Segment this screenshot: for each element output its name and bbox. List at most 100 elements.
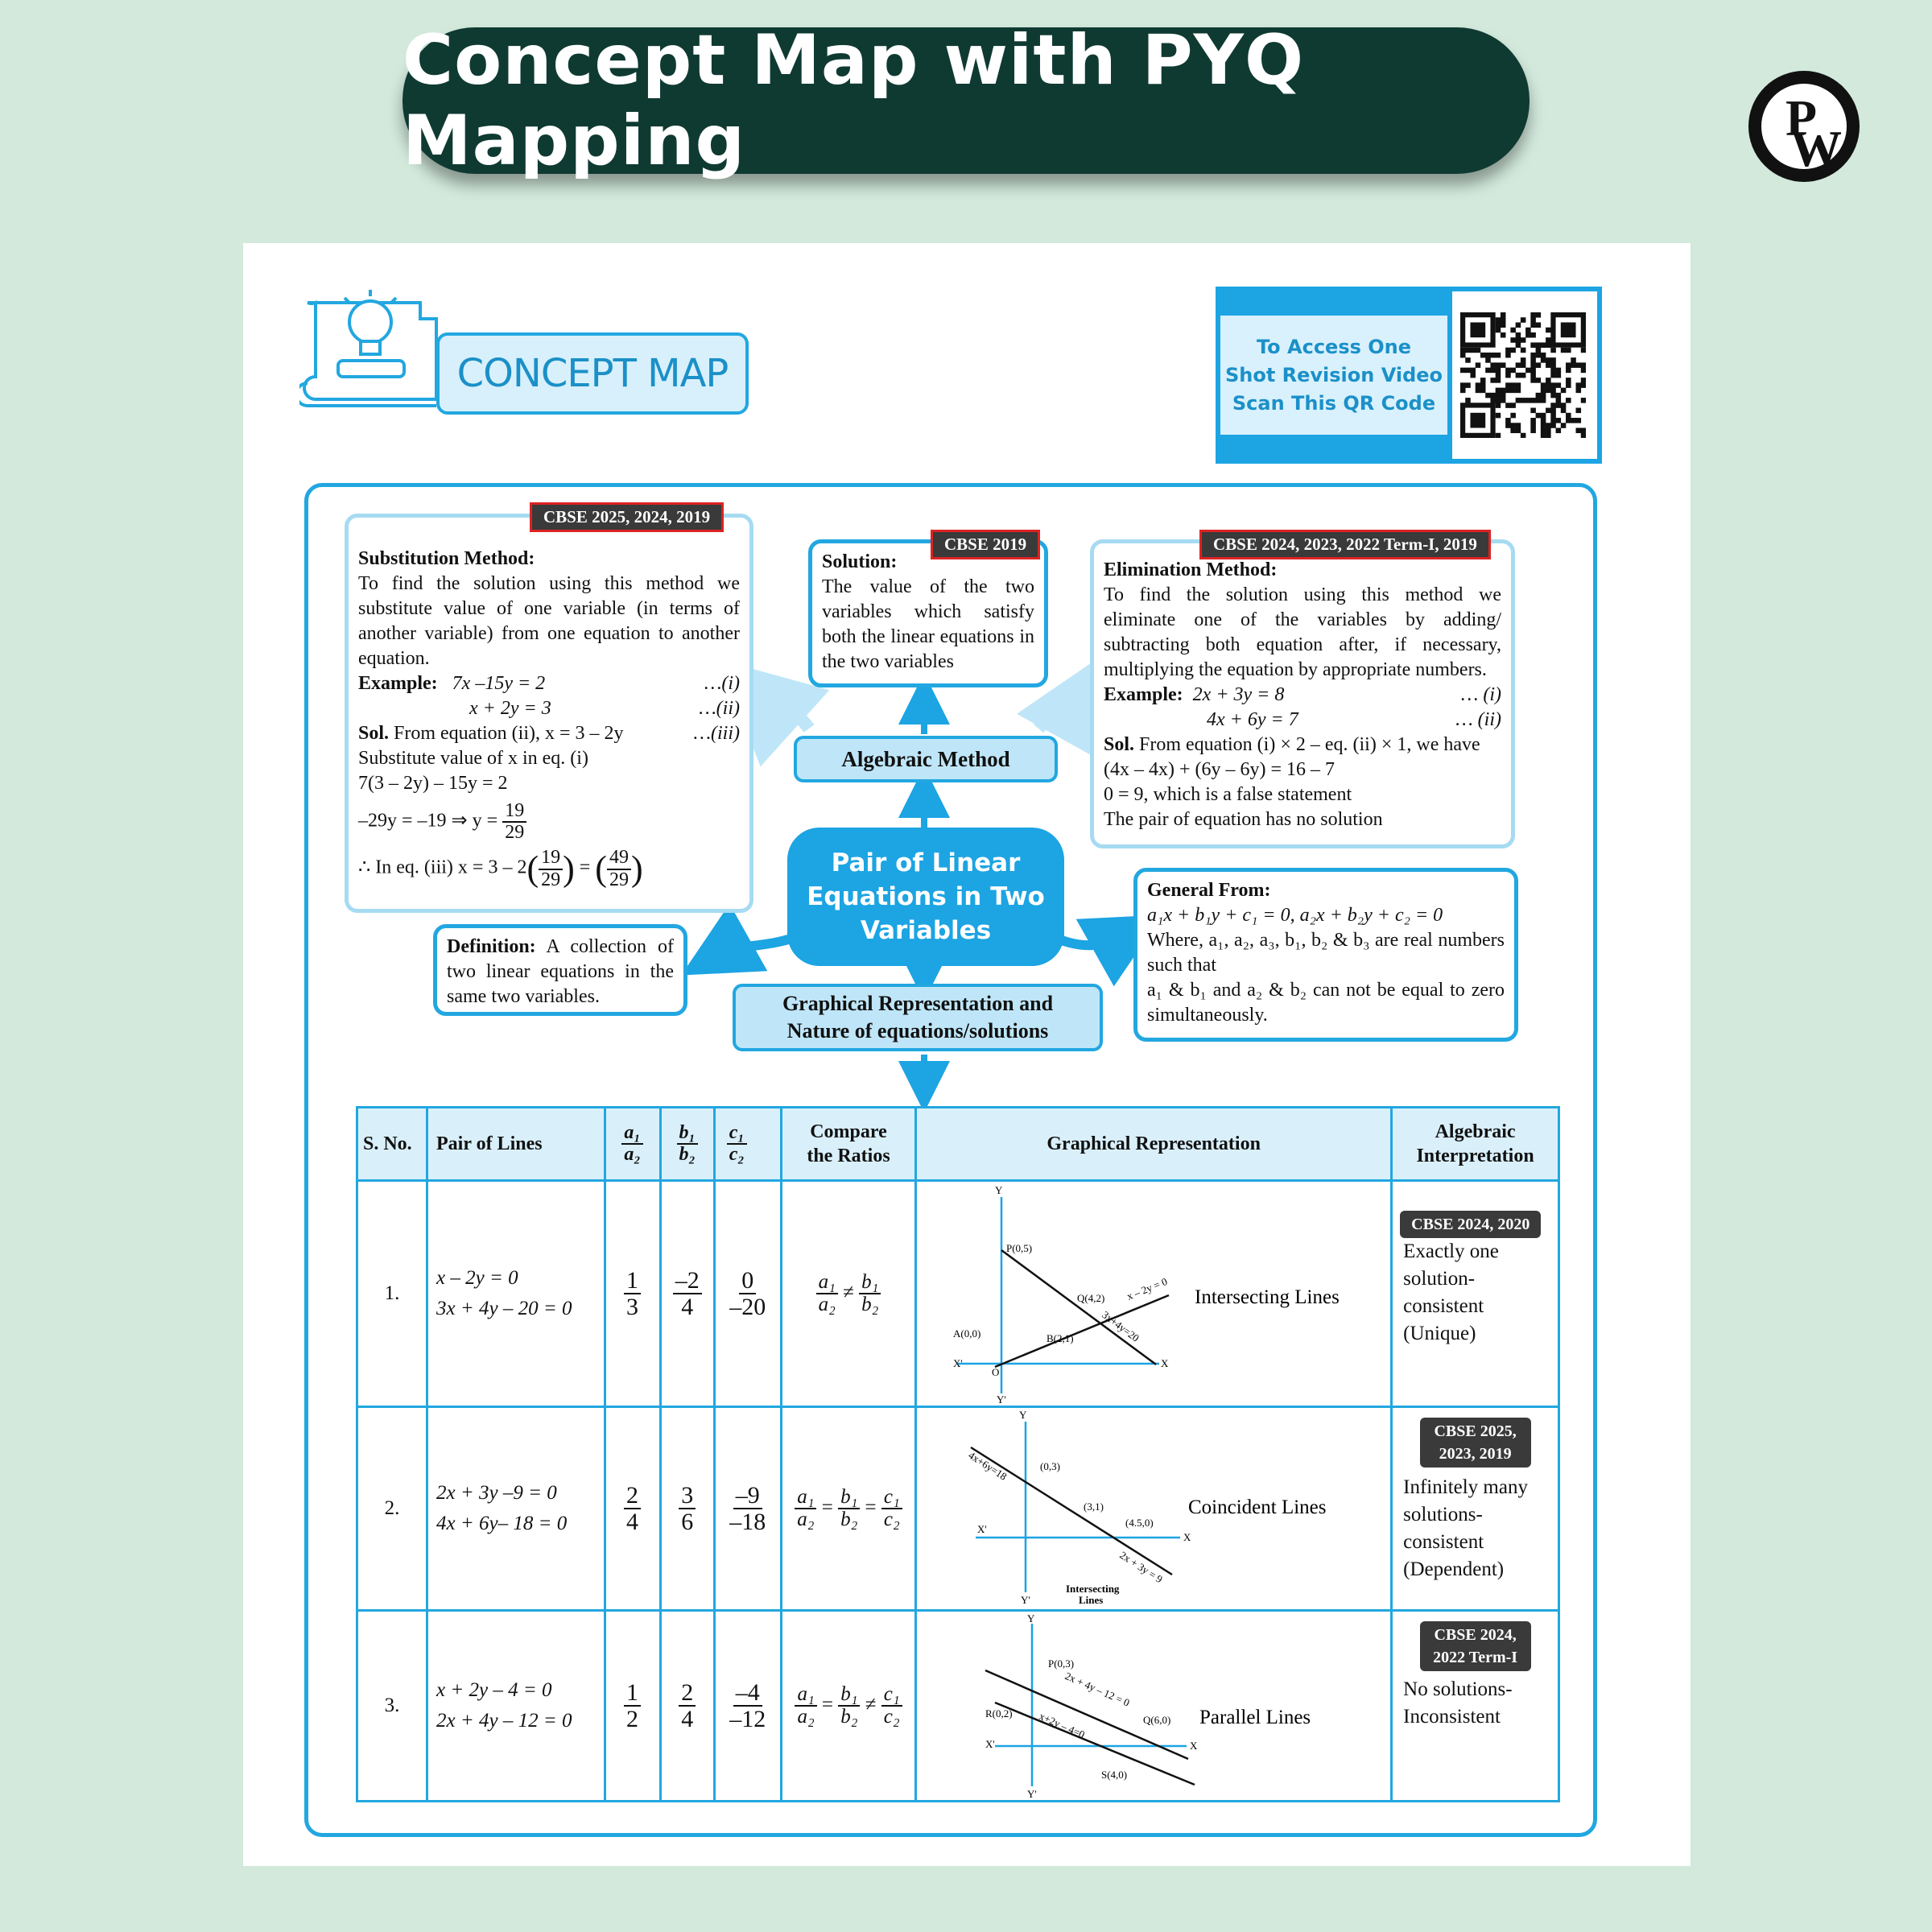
logo-letter-p: P <box>1785 89 1818 147</box>
substitution-eq-2: x + 2y = 3 <box>469 698 551 719</box>
ratio-num: 1 <box>624 1679 642 1707</box>
ratio-den: 4 <box>681 1706 694 1732</box>
axis-y: Y <box>1027 1612 1035 1624</box>
qr-module <box>1566 382 1571 388</box>
elimination-eq-2: 4x + 6y = 7 <box>1207 709 1298 730</box>
qr-module <box>1490 378 1496 383</box>
qr-module <box>1566 398 1571 403</box>
qr-module <box>1515 362 1521 368</box>
point-s: S(4,0) <box>1101 1769 1127 1781</box>
equation-1: 2x + 3y –9 = 0 <box>436 1482 557 1504</box>
qr-module <box>1460 367 1466 374</box>
qr-module <box>1546 427 1551 434</box>
equation-2: 2x + 4y – 12 = 0 <box>436 1710 572 1732</box>
graph-label: Coincident Lines <box>1188 1496 1327 1518</box>
qr-module <box>1546 362 1551 368</box>
b1: b₁ <box>676 1122 698 1145</box>
qr-module <box>1515 387 1521 394</box>
qr-module <box>1535 378 1542 383</box>
qr-module <box>1510 402 1516 408</box>
qr-module <box>1475 387 1481 394</box>
qr-module <box>1500 332 1506 338</box>
qr-module <box>1500 392 1506 398</box>
qr-module <box>1515 337 1521 343</box>
qr-module <box>1515 427 1521 434</box>
ratio-num: –9 <box>733 1482 762 1509</box>
elimination-text: To find the solution using this method w… <box>1104 584 1501 680</box>
qr-module <box>1540 427 1546 434</box>
ratio-num: 3 <box>679 1482 696 1509</box>
intersecting-lines-graph: Y Y' X X' O P(0,5) Q(4,2) A(0,0) B(2,1) … <box>953 1184 1340 1405</box>
qr-module <box>1525 332 1531 338</box>
axis-x: X <box>1161 1357 1169 1369</box>
header-sno: S. No. <box>355 1106 429 1182</box>
qr-module <box>1550 347 1556 353</box>
ratio-den: 4 <box>681 1294 694 1320</box>
qr-module <box>1470 367 1476 374</box>
qr-module <box>1500 317 1506 323</box>
qr-module <box>1540 392 1546 398</box>
b2: b₂ <box>679 1144 696 1165</box>
qr-module <box>1530 322 1536 328</box>
qr-module <box>1566 418 1571 423</box>
qr-module <box>1495 432 1501 438</box>
line-1-label: 4x+6y=18 <box>967 1449 1009 1483</box>
compare-symbol: ≠ <box>865 1693 877 1715</box>
elimination-pyq-tag: CBSE 2024, 2023, 2022 Term-I, 2019 <box>1199 530 1491 559</box>
solution-pyq-tag: CBSE 2019 <box>931 530 1041 559</box>
qr-module <box>1546 337 1551 343</box>
qr-module <box>1465 367 1471 374</box>
elimination-sol-2: (4x – 4x) + (6y – 6y) = 16 – 7 <box>1104 759 1335 780</box>
qr-module <box>1470 372 1476 378</box>
example-label: Example: <box>1104 684 1183 705</box>
axis-x: X <box>1190 1740 1198 1752</box>
qr-module <box>1515 372 1521 378</box>
a2: a₂ <box>797 1509 815 1530</box>
lightbulb-scroll-icon <box>299 290 438 407</box>
qr-module <box>1540 412 1546 419</box>
qr-module <box>1460 347 1466 353</box>
qr-module <box>1485 392 1491 398</box>
central-line-1: Pair of Linear <box>831 848 1021 877</box>
qr-module <box>1475 362 1481 368</box>
interpretation-text: No solutions-Inconsistent <box>1403 1678 1513 1728</box>
qr-module <box>1555 382 1562 388</box>
qr-code-icon[interactable] <box>1460 312 1586 438</box>
qr-module <box>1571 418 1576 423</box>
qr-finder <box>1470 322 1486 338</box>
c1: c₁ <box>726 1122 747 1145</box>
eq-1-number: …(i) <box>704 673 740 694</box>
qr-module <box>1530 372 1536 378</box>
qr-module <box>1575 407 1582 414</box>
qr-module <box>1510 347 1516 353</box>
qr-module <box>1495 352 1501 358</box>
definition-title: Definition: <box>447 936 536 957</box>
qr-module <box>1495 322 1501 328</box>
general-title: General From: <box>1147 880 1271 901</box>
qr-module <box>1571 357 1576 363</box>
qr-module <box>1580 382 1586 388</box>
logo-letter-w: W <box>1790 120 1842 177</box>
qr-module <box>1580 398 1586 403</box>
qr-module <box>1495 398 1501 403</box>
ratio-den: –18 <box>729 1509 766 1535</box>
central-line-3: Variables <box>860 916 992 945</box>
line-1-label: 2x + 4y – 12 = 0 <box>1063 1670 1132 1709</box>
qr-module <box>1530 357 1536 363</box>
qr-module <box>1460 387 1466 394</box>
qr-module <box>1560 407 1567 414</box>
qr-module <box>1575 382 1582 388</box>
page-title: Concept Map with PYQ Mapping <box>402 20 1305 181</box>
qr-module <box>1535 352 1542 358</box>
qr-module <box>1535 362 1542 368</box>
qr-module <box>1515 332 1521 338</box>
substitution-text: To find the solution using this method w… <box>358 573 740 669</box>
ratio-num: 1 <box>624 1267 642 1294</box>
